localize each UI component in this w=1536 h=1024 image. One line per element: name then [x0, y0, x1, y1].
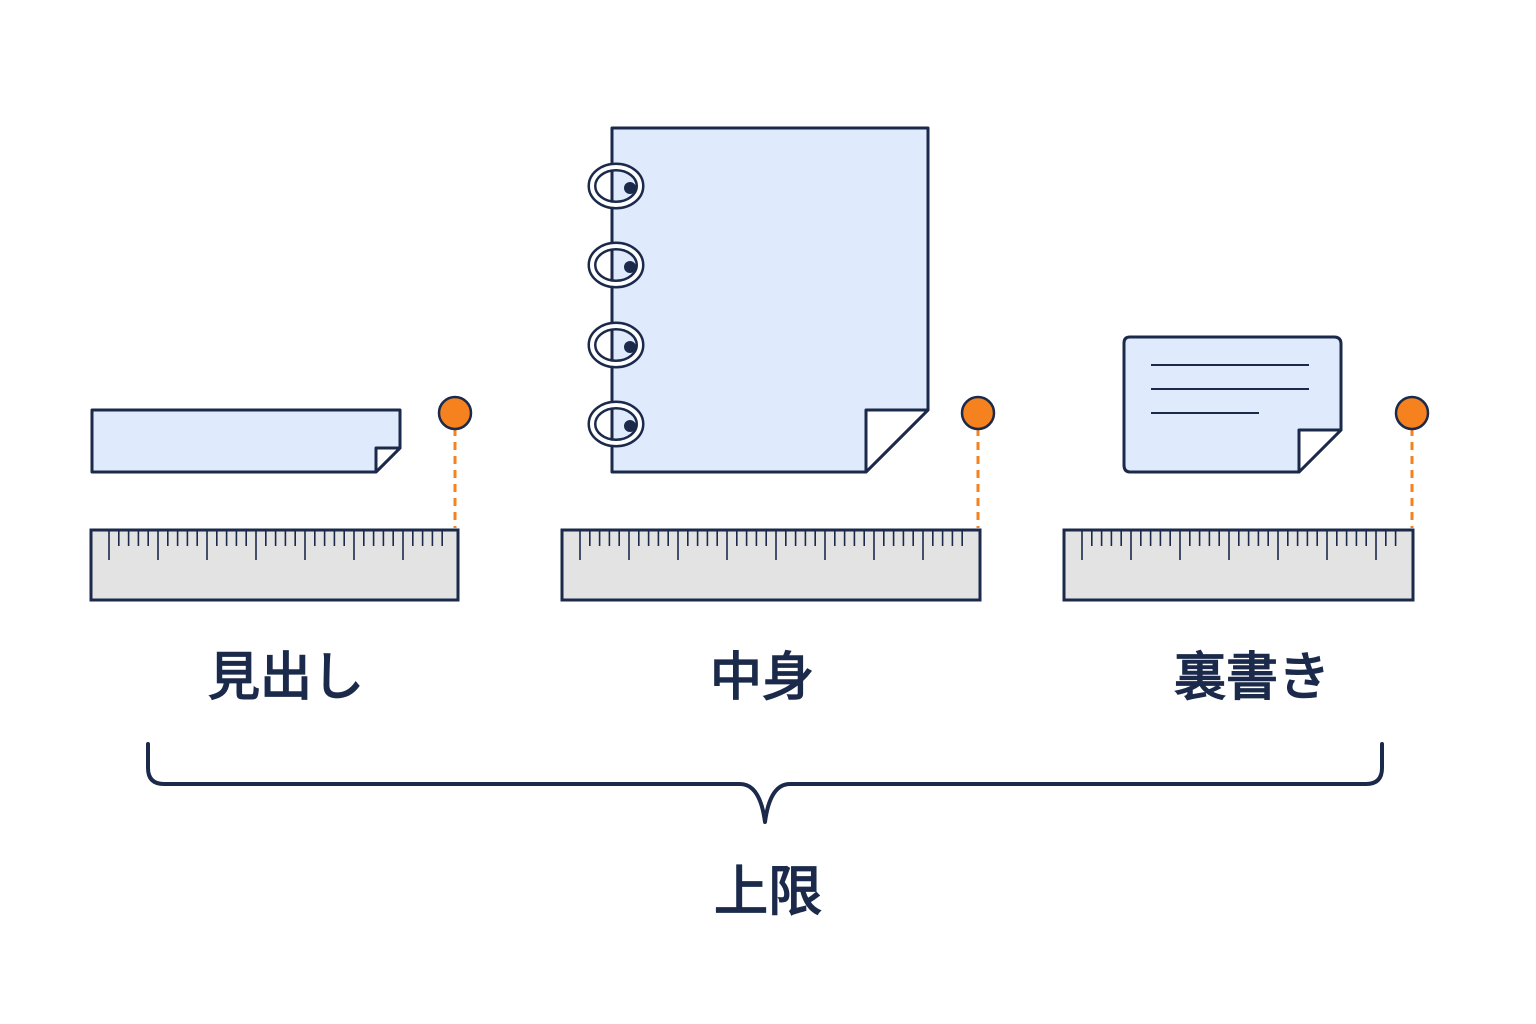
spiral-ring-icon: [587, 241, 645, 289]
limit-marker-icon: [1394, 395, 1430, 528]
item-contents: 中身: [560, 126, 996, 708]
item-label: 見出し: [208, 648, 364, 708]
spiral-notebook-icon: [587, 126, 930, 474]
item-label: 中身: [710, 648, 814, 708]
spiral-rings: [587, 162, 645, 448]
ruler-icon: [1062, 528, 1415, 602]
spiral-ring-icon: [587, 162, 645, 210]
limit-marker-icon: [437, 395, 473, 528]
limit-marker-icon: [960, 395, 996, 528]
curly-brace-icon: [146, 742, 1384, 824]
spiral-ring-icon: [587, 400, 645, 448]
ruler-icon: [89, 528, 460, 602]
header-strip-paper-icon: [90, 408, 402, 474]
item-heading: 見出し: [89, 395, 473, 708]
summary-label: 上限: [714, 860, 822, 923]
spiral-ring-icon: [587, 321, 645, 369]
item-label: 裏書き: [1174, 648, 1330, 708]
note-card-icon: [1122, 335, 1343, 474]
item-endorsement: 裏書き: [1062, 335, 1430, 708]
ruler-icon: [560, 528, 982, 602]
